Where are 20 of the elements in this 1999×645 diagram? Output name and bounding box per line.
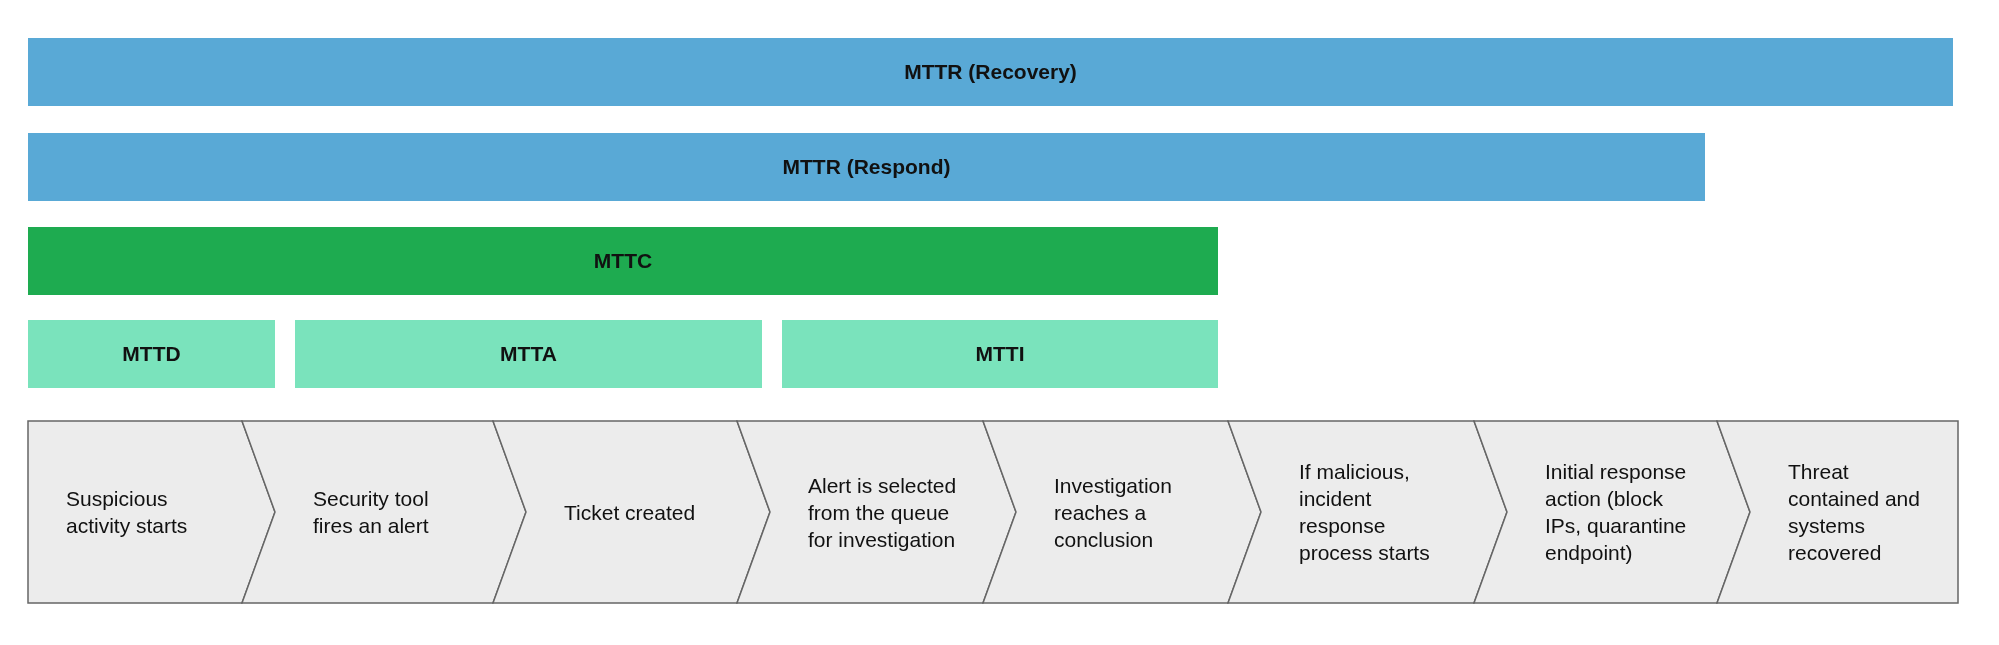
step-text: Suspicious activity starts <box>66 486 189 539</box>
duration-bar <box>28 133 1705 201</box>
step-text: If malicious, incident response process starts <box>1299 459 1431 566</box>
step-text: Ticket created <box>564 499 697 526</box>
metric-label: MTTC <box>593 249 653 273</box>
metric-label: MTTD <box>122 342 181 366</box>
step-text: Threat contained and systems recovered <box>1788 459 1921 566</box>
duration-bar <box>28 38 1953 106</box>
step-text: Alert is selected from the queue for investigation <box>808 472 958 553</box>
duration-bar <box>295 320 762 388</box>
duration-bar <box>28 320 275 388</box>
duration-bar <box>28 227 1218 295</box>
step-text: Security tool fires an alert <box>313 486 430 539</box>
duration-bar <box>782 320 1218 388</box>
metric-label: MTTR (Recovery) <box>904 60 1077 84</box>
metric-label: MTTI <box>975 342 1025 366</box>
step-text: Initial response action (block IPs, quarantine endpoint) <box>1545 459 1688 566</box>
metric-label: MTTA <box>500 342 557 366</box>
metric-label: MTTR (Respond) <box>782 155 951 179</box>
step-text: Investigation reaches a conclusion <box>1054 472 1173 553</box>
